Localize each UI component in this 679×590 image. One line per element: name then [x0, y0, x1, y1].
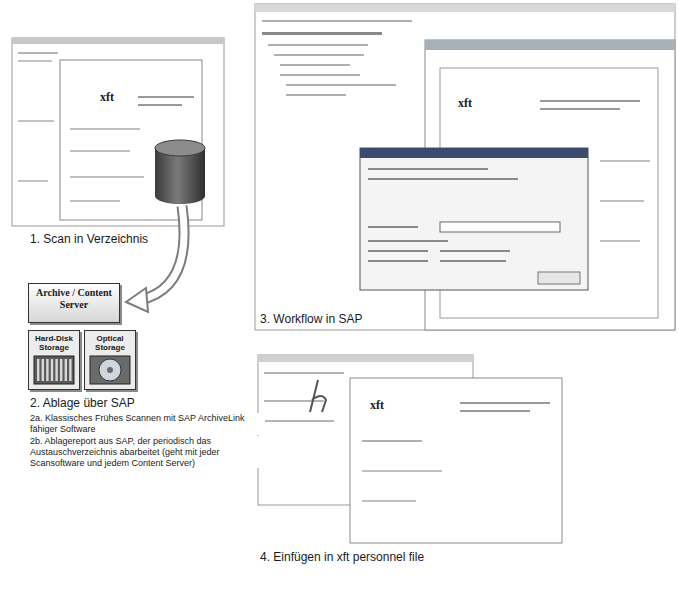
storage-box: Optical Storage	[84, 330, 136, 390]
server-box: Archive / Content Server	[28, 283, 120, 323]
node-label: Optical Storage	[87, 334, 133, 352]
hard-disk-icon	[33, 355, 75, 385]
scan-screenshot	[12, 38, 224, 226]
database-cylinder	[155, 140, 205, 204]
step-caption: 2. Ablage über SAP	[30, 396, 135, 410]
optical-disc-icon	[89, 355, 131, 385]
workflow-screenshot	[255, 4, 675, 330]
storage-box: Hard-Disk Storage	[28, 330, 80, 390]
step-caption: 1. Scan in Verzeichnis	[30, 232, 148, 246]
step-caption: 4. Einfügen in xft personnel file	[260, 550, 424, 564]
personnel-file-screenshot	[258, 355, 562, 543]
step-caption: 3. Workflow in SAP	[260, 312, 362, 326]
curved-arrow	[126, 206, 184, 312]
step-note: 2a. Klassisches Frühes Scannen mit SAP A…	[30, 413, 265, 435]
node-label: Archive / Content Server	[31, 287, 117, 310]
logo-text: xft	[370, 398, 384, 412]
node-label: Hard-Disk Storage	[31, 334, 77, 352]
logo-text: xft	[100, 90, 114, 104]
logo-text: xft	[458, 96, 472, 110]
step-note: 2b. Ablagereport aus SAP, der periodisch…	[30, 436, 265, 468]
